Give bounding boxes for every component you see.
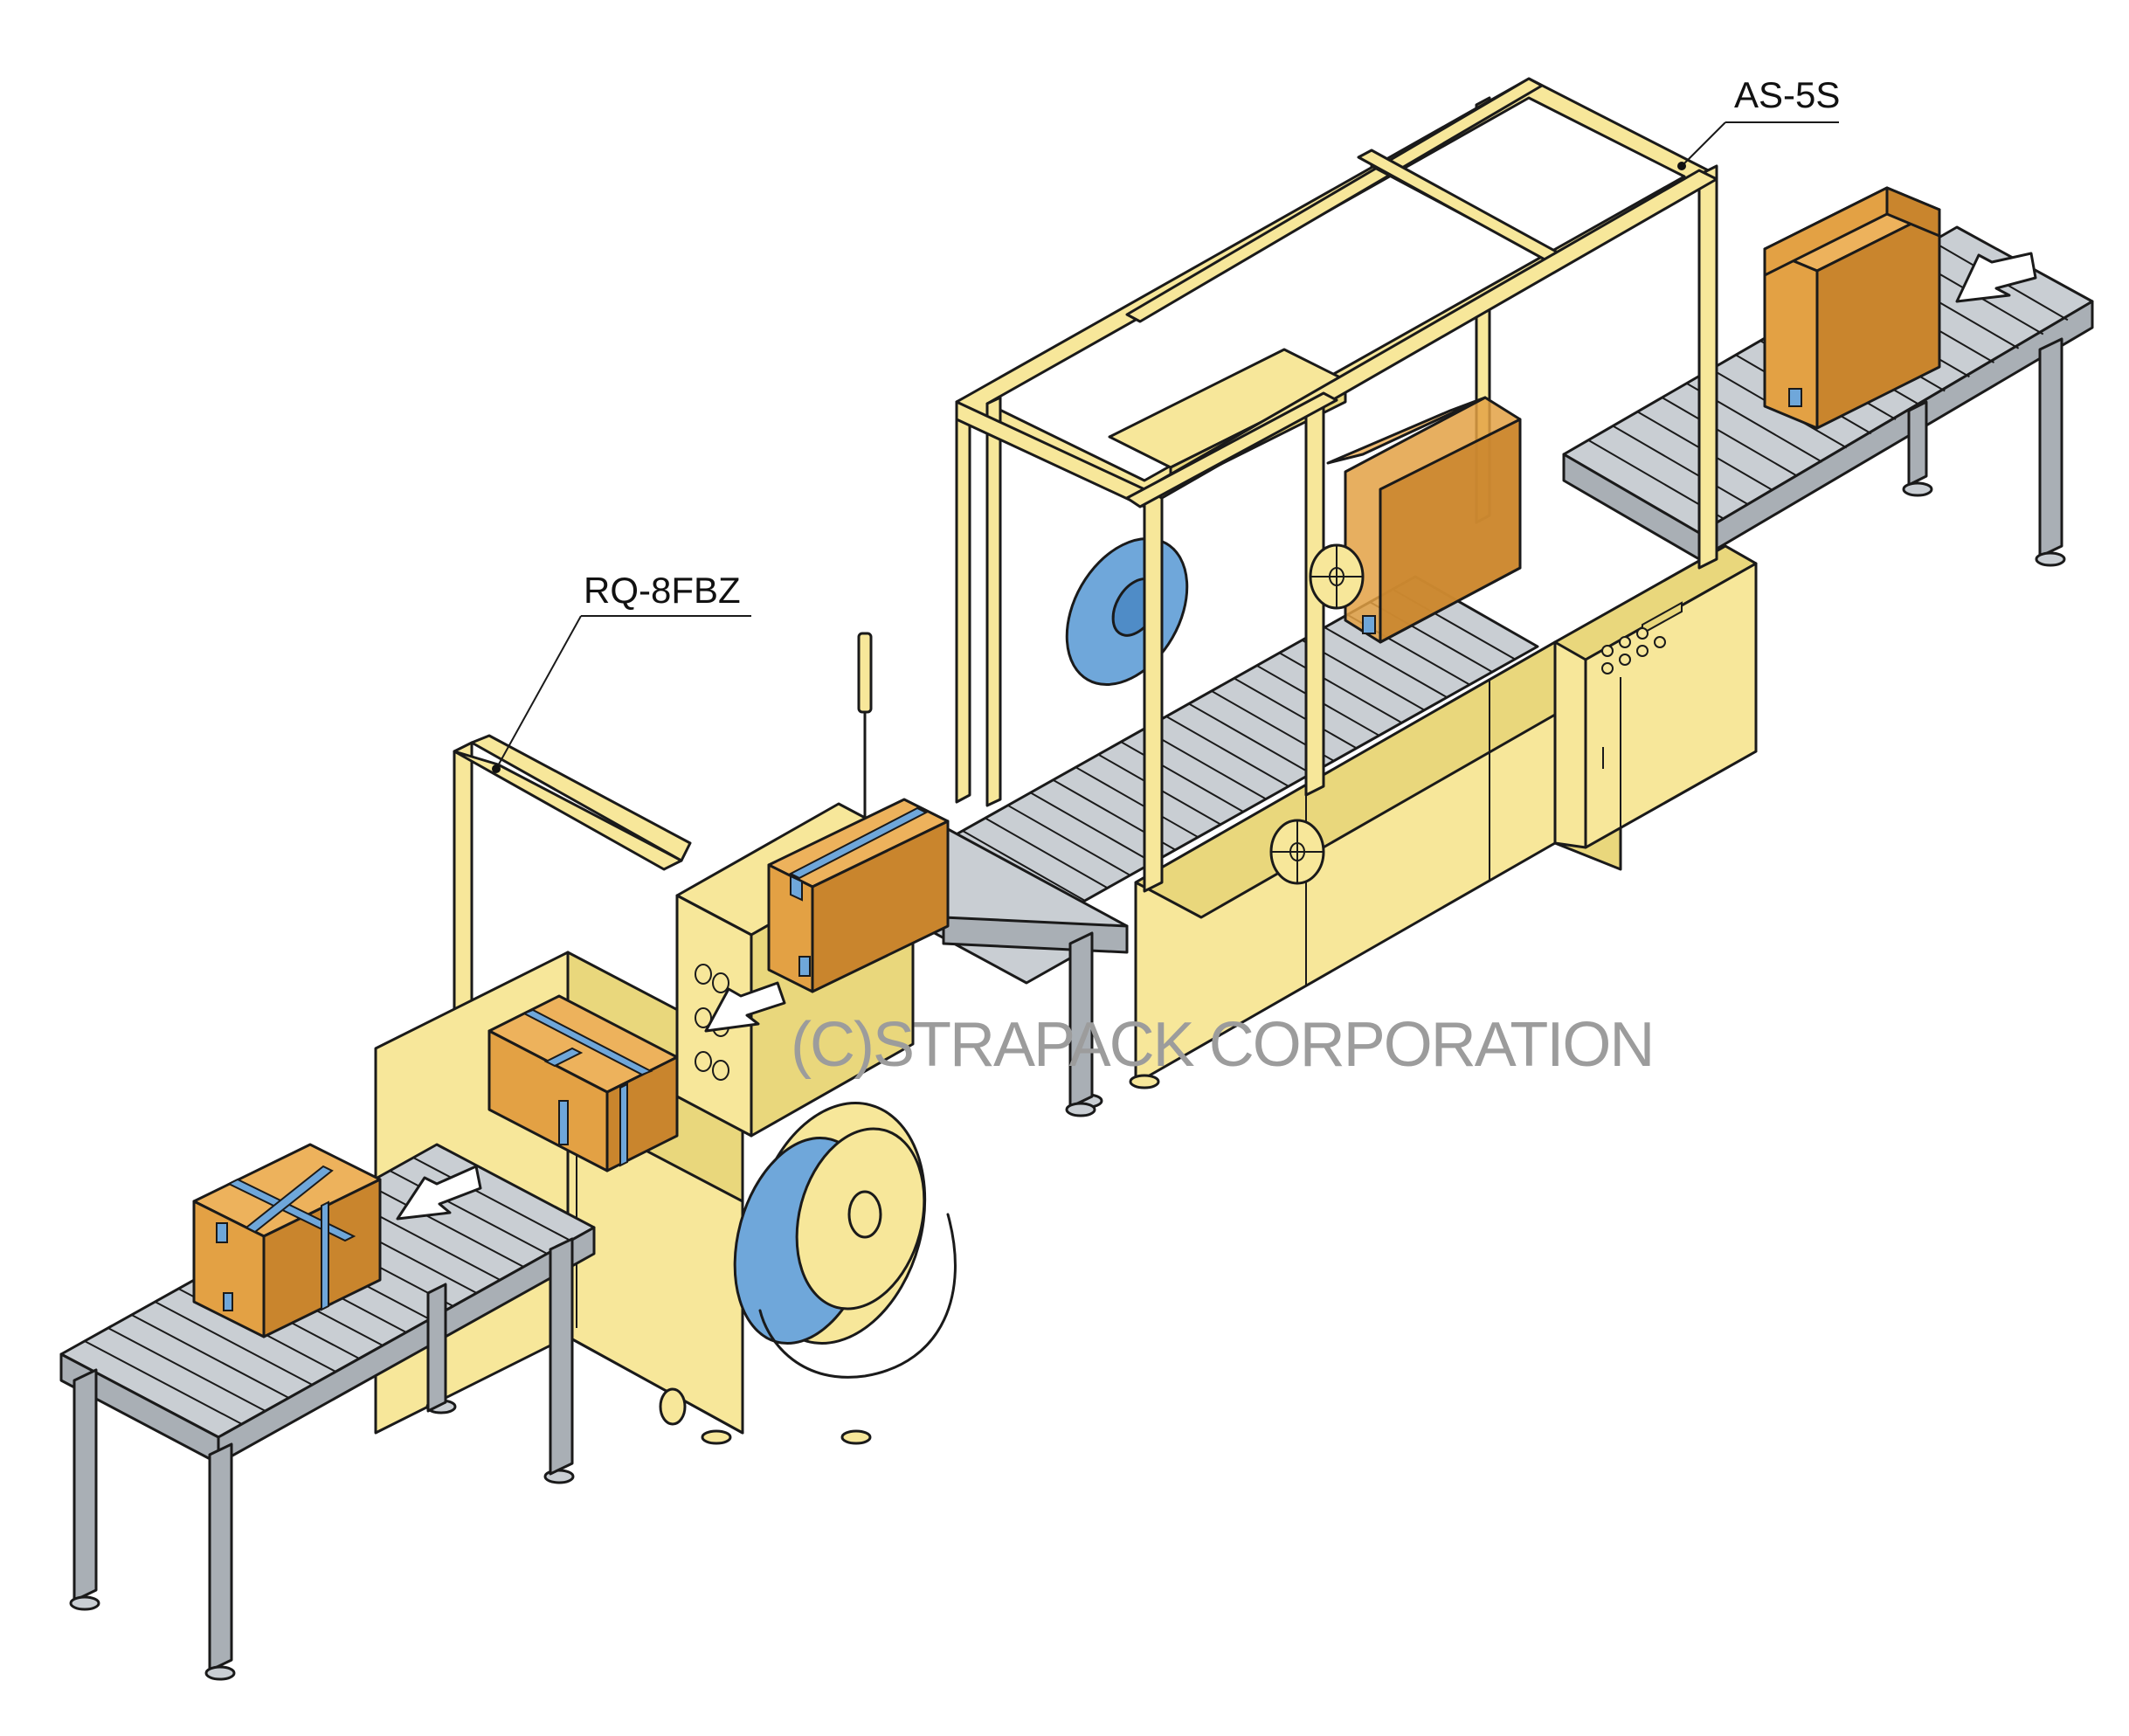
conveyor-roller: [1279, 652, 1403, 724]
callout-label: RQ-8FBZ: [584, 570, 741, 611]
open-carton: [1763, 186, 1941, 430]
conveyor-roller: [1120, 741, 1244, 813]
conveyor-roller: [412, 1157, 571, 1241]
conveyor-roller: [1007, 804, 1131, 876]
conveyor-roller: [155, 1301, 313, 1386]
conveyor-roller: [1165, 716, 1289, 787]
strap-reel-icon: [733, 1102, 927, 1345]
conveyor-roller: [1030, 792, 1154, 864]
strapped-carton: [192, 1143, 382, 1338]
conveyor-roller: [962, 830, 1086, 902]
conveyor-roller: [84, 1340, 243, 1425]
conveyor-roller: [107, 1327, 266, 1412]
conveyor-roller: [1075, 766, 1199, 839]
callout-label: AS-5S: [1734, 74, 1840, 115]
conveyor-roller: [1661, 397, 1799, 477]
flow-arrow-icon: [396, 1165, 482, 1221]
conveyor-roller: [1188, 702, 1312, 775]
handwheel-icon: [1269, 819, 1325, 885]
flow-arrow-icon: [704, 981, 786, 1033]
conveyor-roller: [1234, 677, 1358, 750]
strap-reel-icon: [1065, 536, 1189, 687]
control-buttons: [1601, 627, 1666, 674]
flow-arrow-icon: [1955, 252, 2037, 303]
as-5s-machine: [916, 77, 1758, 1109]
conveyor-roller: [389, 1170, 548, 1255]
callout-as-5s: AS-5S: [1677, 74, 1840, 170]
callout-rq-8fbz: RQ-8FBZ: [492, 570, 751, 773]
conveyor-roller: [131, 1314, 290, 1399]
conveyor-roller: [365, 1183, 524, 1268]
conveyor-roller: [1612, 425, 1749, 506]
conveyor-roller: [1143, 728, 1267, 800]
conveyor-roller: [985, 817, 1109, 889]
conveyor-roller: [1324, 626, 1448, 699]
copyright-watermark: (C)STRAPACK CORPORATION: [791, 1010, 1653, 1080]
handwheel-icon: [1309, 543, 1365, 610]
signal-tower-icon: [857, 632, 873, 834]
